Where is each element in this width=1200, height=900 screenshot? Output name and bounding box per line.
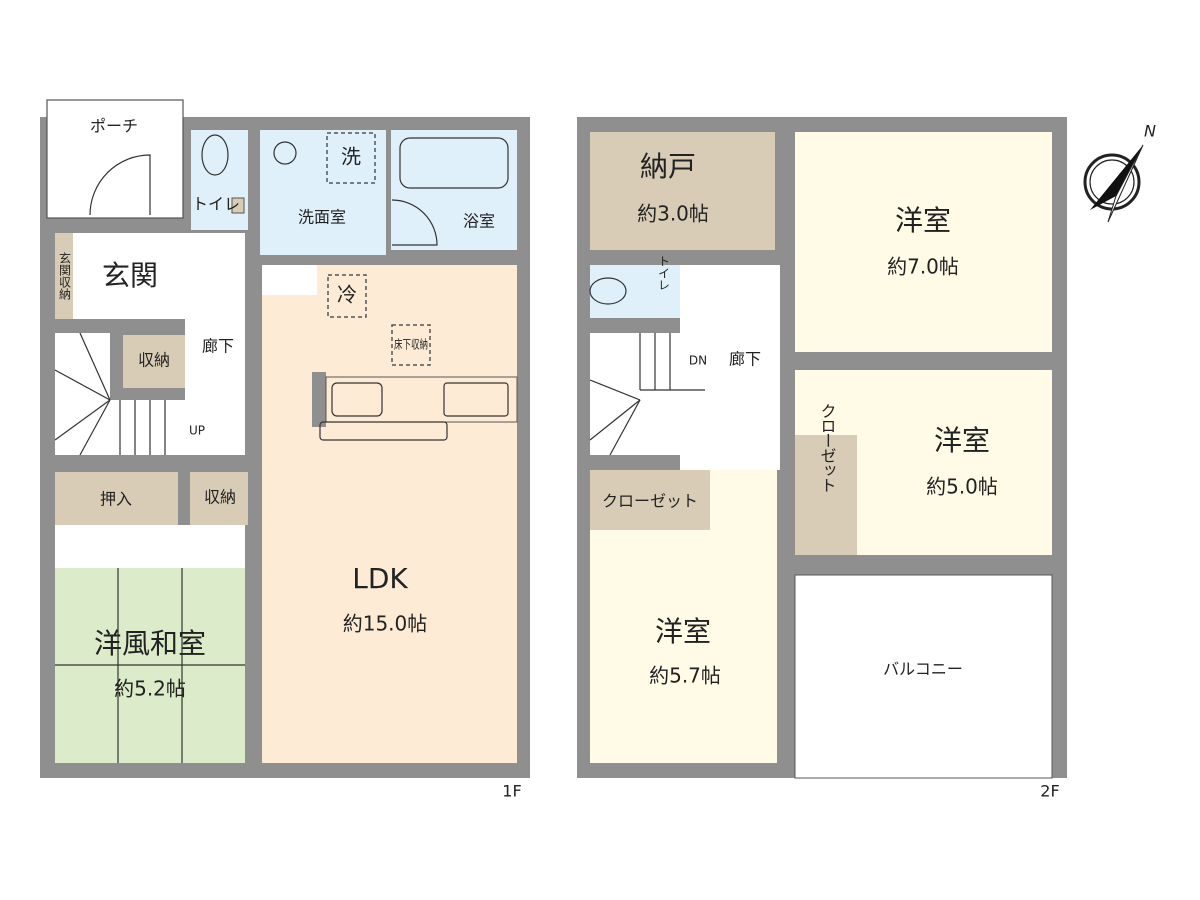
kitchen-wall — [312, 372, 326, 427]
closet-b-label: クローゼット — [818, 403, 837, 493]
tatami-lines — [55, 568, 245, 763]
north-label: N — [1144, 122, 1156, 141]
bathroom — [391, 130, 517, 250]
stair-steps — [54, 332, 166, 456]
closet-b — [795, 435, 857, 555]
toilet-2f-label: トイレ — [657, 255, 671, 291]
oshiire-label: 押入 — [100, 490, 132, 509]
floor-1-label: 1F — [502, 782, 521, 801]
balcony — [794, 574, 1053, 779]
oshiire-front — [55, 525, 245, 568]
western-room-a-label: 洋室 — [895, 204, 951, 237]
compass-icon: N — [1083, 122, 1156, 223]
toilet-bowl-icon — [201, 134, 229, 176]
floor-1: ポーチ 玄関収納 玄関 廊下 収納 UP トイレ 洗面室 洗 浴室 冷 床下収納… — [40, 99, 530, 801]
stairs-2f — [590, 333, 705, 455]
ldk-label: LDK — [352, 562, 408, 595]
balcony-label: バルコニー — [883, 660, 963, 679]
toilet-2f — [590, 265, 680, 318]
bath-door — [391, 199, 438, 246]
ldk-entry — [262, 265, 317, 295]
floor-2-label: 2F — [1040, 782, 1059, 801]
ldk — [262, 265, 517, 763]
japanese-room-label: 洋風和室 — [94, 627, 206, 660]
fridge-label: 冷 — [337, 283, 357, 307]
hallway-2f-label: 廊下 — [729, 350, 761, 369]
kitchen-bar — [319, 421, 448, 441]
stairs-1f — [55, 333, 110, 455]
storage-ldk — [190, 472, 248, 525]
western-room-a — [795, 132, 1052, 352]
storage-under-stairs — [123, 335, 185, 388]
bathroom-label: 浴室 — [463, 212, 495, 231]
storeroom — [590, 132, 775, 250]
western-room-c-size: 約5.7帖 — [649, 664, 721, 688]
kitchen-counter — [325, 376, 518, 423]
toilet-1f — [191, 130, 248, 230]
storage-stairs-label: 収納 — [138, 351, 170, 370]
oshiire — [55, 472, 178, 525]
hallway-1f-label: 廊下 — [202, 337, 234, 356]
entrance-storage-label: 玄関収納 — [58, 251, 72, 300]
storeroom-label: 納戸 — [640, 150, 696, 183]
hallway-1f — [185, 233, 245, 455]
stairs-up-label: UP — [189, 424, 205, 438]
porch-label: ポーチ — [90, 117, 138, 136]
storeroom-size: 約3.0帖 — [637, 202, 709, 226]
washer-label: 洗 — [341, 145, 361, 169]
underfloor-storage-label: 床下収納 — [394, 338, 428, 352]
japanese-room-size: 約5.2帖 — [114, 677, 186, 701]
stove-icon — [443, 382, 509, 417]
washroom — [260, 130, 386, 255]
ldk-size: 約15.0帖 — [343, 612, 428, 636]
washroom-label: 洗面室 — [298, 208, 346, 227]
sink-icon — [273, 141, 297, 165]
western-room-c-label: 洋室 — [655, 615, 711, 648]
entrance-storage — [55, 233, 73, 319]
underfloor-storage — [391, 324, 431, 366]
entry-door — [89, 154, 151, 216]
kitchen-sink-icon — [331, 382, 383, 417]
toilet-1f-label: トイレ — [192, 195, 240, 214]
toilet-bowl-icon-2f — [589, 277, 627, 305]
closet-a — [590, 470, 710, 530]
washer-space — [326, 132, 376, 184]
closet-a-label: クローゼット — [602, 492, 698, 511]
toilet-paper-icon — [231, 197, 245, 214]
stairs-down-label: DN — [689, 354, 707, 368]
floor-2: 納戸 約3.0帖 洋室 約7.0帖 トイレ DN 廊下 洋室 約5.0帖 クロー… — [577, 117, 1067, 801]
western-room-b-size: 約5.0帖 — [926, 475, 998, 499]
stair-steps-2f — [589, 333, 705, 456]
storage-ldk-label: 収納 — [204, 488, 236, 507]
western-room-b-label: 洋室 — [934, 424, 990, 457]
porch — [46, 99, 184, 219]
western-room-a-size: 約7.0帖 — [887, 255, 959, 279]
entrance-label: 玄関 — [102, 259, 158, 292]
entrance — [73, 233, 185, 319]
stairs-1f-lower — [110, 400, 185, 455]
fridge-space — [327, 274, 367, 318]
bathtub-icon — [399, 137, 509, 189]
